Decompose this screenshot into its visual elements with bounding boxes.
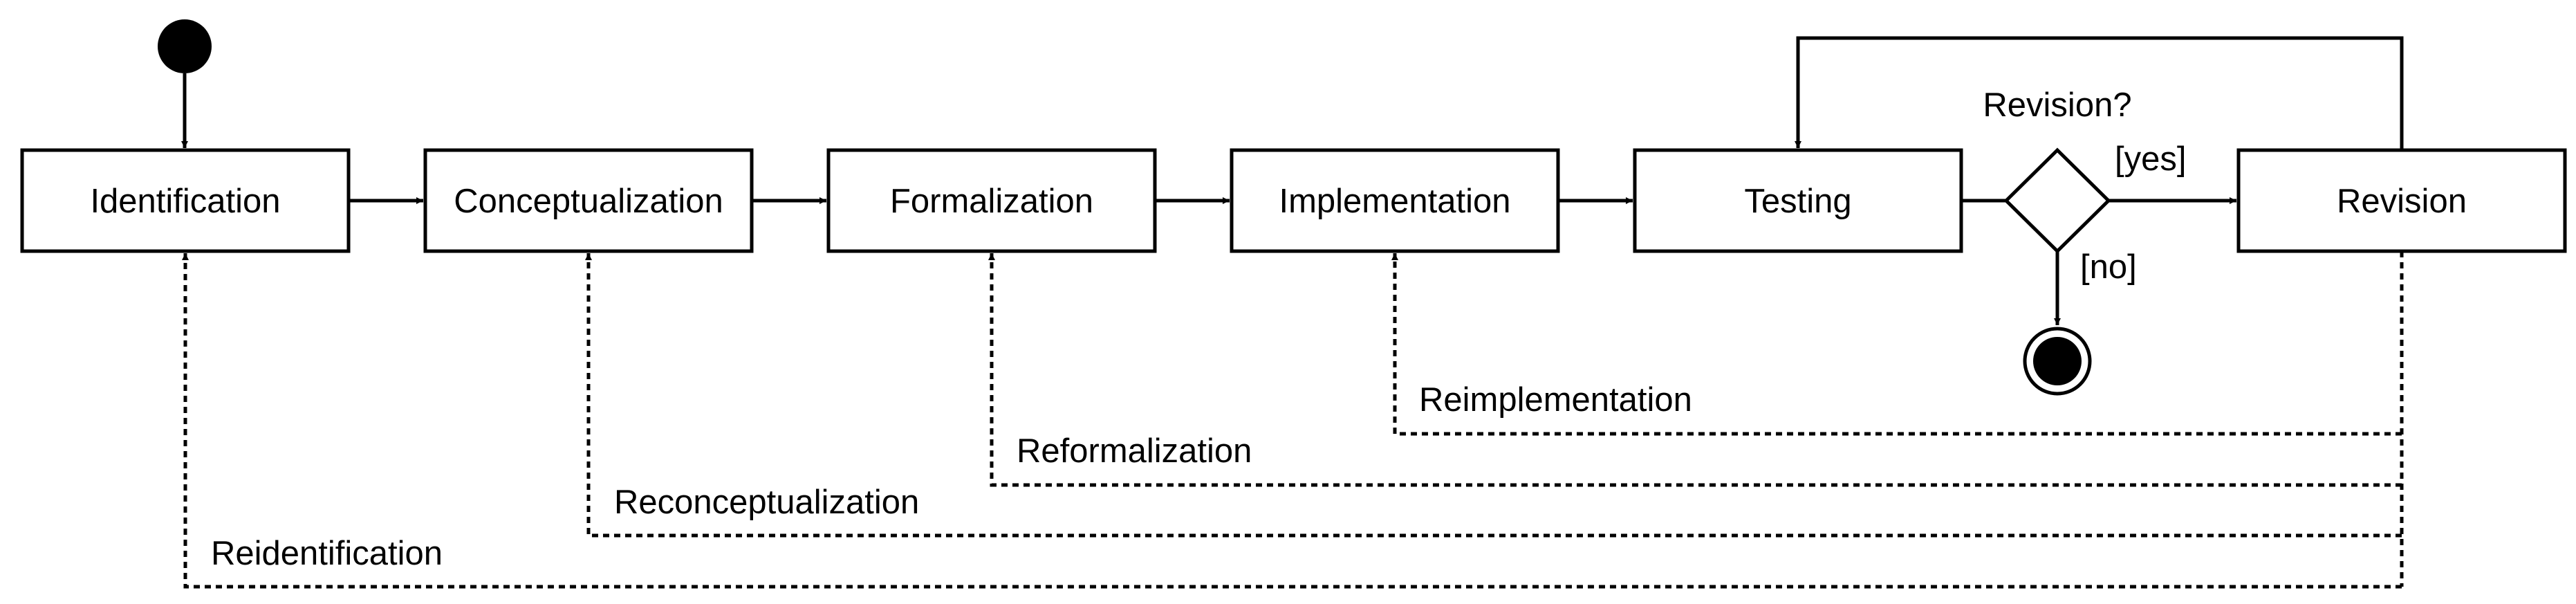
- final-node: [2023, 327, 2092, 396]
- feedback-edge-reformalization: [988, 253, 2402, 487]
- decision-node: [2003, 147, 2111, 254]
- node-label-identification: Identification: [90, 183, 280, 220]
- node-revision: Revision: [2236, 148, 2567, 253]
- feedback-edge-reimplementation: [1391, 253, 2402, 436]
- node-label-formalization: Formalization: [890, 183, 1093, 220]
- node-implementation: Implementation: [1230, 148, 1560, 253]
- feedback-label-reconceptualization: Reconceptualization: [614, 484, 919, 521]
- feedback-label-reimplementation: Reimplementation: [1419, 381, 1692, 419]
- node-formalization: Formalization: [826, 148, 1157, 253]
- feedback-label-reidentification: Reidentification: [211, 535, 443, 572]
- node-label-implementation: Implementation: [1279, 183, 1510, 220]
- initial-node: [158, 19, 212, 73]
- node-testing: Testing: [1633, 148, 1963, 253]
- decision-no-label: [no]: [2080, 248, 2137, 286]
- edge-revision-testing-loop: [1795, 36, 2404, 150]
- node-identification: Identification: [20, 148, 351, 253]
- feedback-edge-reidentification: [182, 253, 2402, 589]
- node-label-testing: Testing: [1744, 183, 1851, 220]
- node-conceptualization: Conceptualization: [423, 148, 754, 253]
- decision-question-label: Revision?: [1983, 86, 2131, 124]
- node-label-conceptualization: Conceptualization: [454, 183, 723, 220]
- feedback-label-reformalization: Reformalization: [1017, 432, 1252, 470]
- decision-yes-label: [yes]: [2115, 140, 2186, 178]
- node-label-revision: Revision: [2337, 183, 2467, 220]
